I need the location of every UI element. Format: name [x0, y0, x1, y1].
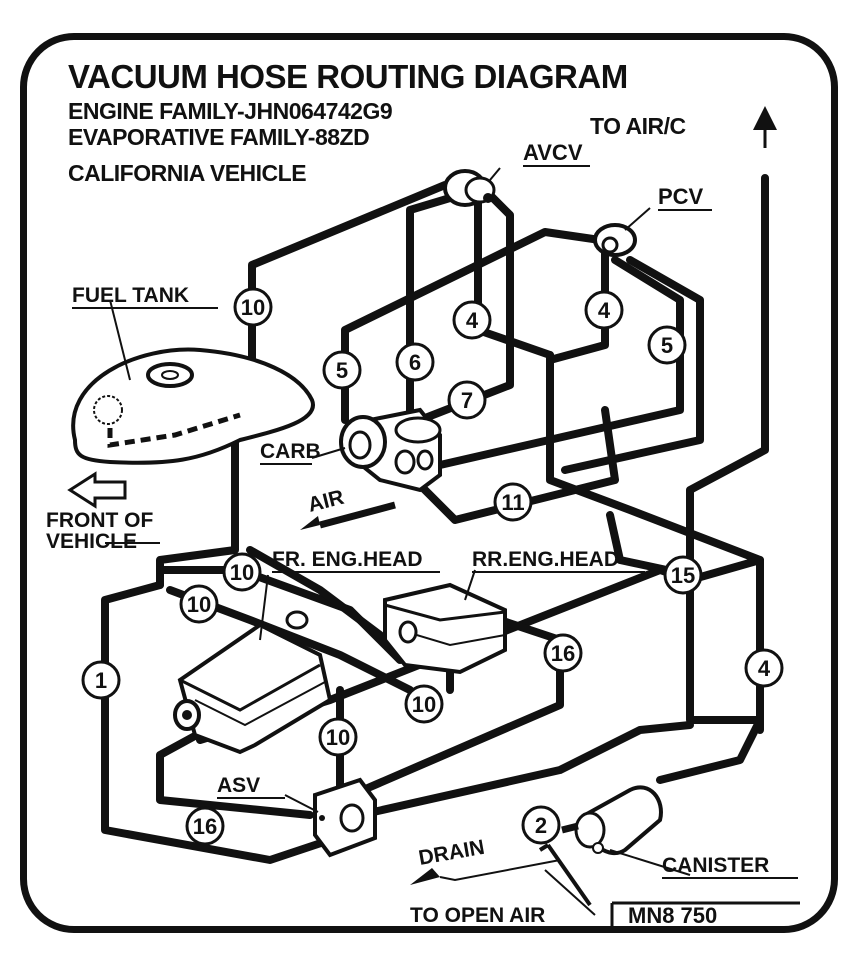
hose-to-air-c [656, 174, 769, 784]
hose-number-16: 16 [551, 641, 575, 666]
fr-eng-head [173, 610, 333, 755]
hose-num-circle [318, 717, 358, 757]
hose-number-11: 11 [501, 490, 524, 515]
hose-number-6: 6 [409, 350, 421, 375]
avcv-label: AVCV [523, 140, 583, 165]
hose-4-pcv [546, 246, 609, 364]
drain-label: DRAIN [417, 836, 486, 870]
hose-number-10: 10 [241, 295, 265, 320]
rr-eng-head [383, 582, 507, 675]
front-of-vehicle-label-1: FRONT OF [46, 509, 153, 532]
hose-number-10: 10 [187, 592, 211, 617]
hose-16-left [156, 721, 314, 819]
asv-label: ASV [217, 774, 260, 797]
component-labels: AVCV PCV FUEL TANK CARB AIR FRONT OF VEH… [46, 140, 800, 932]
hose-number-10: 10 [412, 692, 436, 717]
hose-num-circle [452, 300, 492, 340]
hose-number-1: 1 [95, 668, 107, 693]
open-air-arrow-icon [544, 869, 596, 916]
air-arrow-icon [300, 516, 320, 530]
hose-num-circle [744, 648, 784, 688]
to-air-c-label: TO AIR/C [590, 113, 686, 139]
fuel-tank [71, 347, 315, 465]
pcv-label: PCV [658, 184, 704, 209]
to-open-air-label: TO OPEN AIR [410, 904, 545, 927]
hose-number-labels: 10 5 6 4 4 5 7 11 15 10 10 10 10 1 16 4 16 2 [95, 295, 771, 839]
label-border [20, 33, 838, 933]
hose-number-circles [81, 287, 784, 846]
fr-eng-head-label: FR. ENG.HEAD [272, 548, 423, 571]
hose-1 [101, 581, 334, 864]
hoses [101, 174, 769, 864]
hose-num-circle [404, 684, 444, 724]
carb-label: CARB [260, 440, 321, 463]
hose-number-4: 4 [758, 656, 771, 681]
hose-num-circle [185, 806, 225, 846]
hose-number-15: 15 [671, 563, 695, 588]
hose-number-10: 10 [230, 560, 254, 585]
hose-10-top [248, 181, 449, 404]
front-arrow-icon [67, 471, 127, 509]
leader-lines [105, 167, 691, 876]
engine-family: ENGINE FAMILY-JHN064742G9 [68, 98, 393, 124]
hose-6 [406, 191, 464, 419]
hose-num-circle [543, 633, 583, 673]
hose-num-circle [521, 805, 561, 845]
hose-num-circle [179, 584, 219, 624]
hose-t-connection [546, 351, 764, 564]
canister-label: CANISTER [662, 854, 769, 877]
asv-valve [313, 777, 377, 858]
hose-number-4: 4 [466, 308, 479, 333]
hose-16-right [336, 616, 564, 804]
hose-num-circle [222, 552, 262, 592]
canister [538, 785, 663, 907]
rr-eng-head-label: RR.ENG.HEAD [472, 548, 619, 571]
hose-num-circle [81, 660, 121, 700]
hose-num-circle [647, 325, 687, 365]
hose-number-7: 7 [461, 388, 473, 413]
hose-number-16: 16 [193, 814, 217, 839]
hose-num-circle [493, 482, 533, 522]
carburetor [339, 407, 442, 493]
fuel-tank-label: FUEL TANK [72, 284, 189, 307]
hose-4-right [686, 556, 764, 734]
hose-num-circle [322, 350, 362, 390]
hose-num-circle [233, 287, 273, 327]
front-of-vehicle-label-2: VEHICLE [46, 530, 137, 553]
hose-11 [416, 406, 619, 524]
part-code-label: MN8 750 [628, 903, 717, 928]
hose-10-fr-c [246, 546, 384, 639]
air-label: AIR [306, 486, 347, 517]
hose-pcv-right [561, 256, 704, 474]
hose-num-circle [395, 342, 435, 382]
hose-number-5: 5 [336, 358, 348, 383]
hose-number-10: 10 [326, 725, 350, 750]
hose-number-2: 2 [535, 813, 547, 838]
diagram-title: VACUUM HOSE ROUTING DIAGRAM [68, 58, 628, 95]
vehicle-type: CALIFORNIA VEHICLE [68, 160, 307, 186]
air-hose [319, 501, 396, 529]
evaporative-family: EVAPORATIVE FAMILY-88ZD [68, 124, 370, 150]
hose-num-circle [584, 290, 624, 330]
hose-number-4: 4 [598, 298, 611, 323]
avcv-valve [443, 169, 496, 207]
hose-asv-canister [356, 721, 694, 819]
pcv-valve [593, 223, 637, 257]
hose-num-circle [663, 555, 703, 595]
hose-number-5: 5 [661, 333, 673, 358]
hose-num-circle [447, 380, 487, 420]
drain-arrow-icon [439, 859, 561, 882]
